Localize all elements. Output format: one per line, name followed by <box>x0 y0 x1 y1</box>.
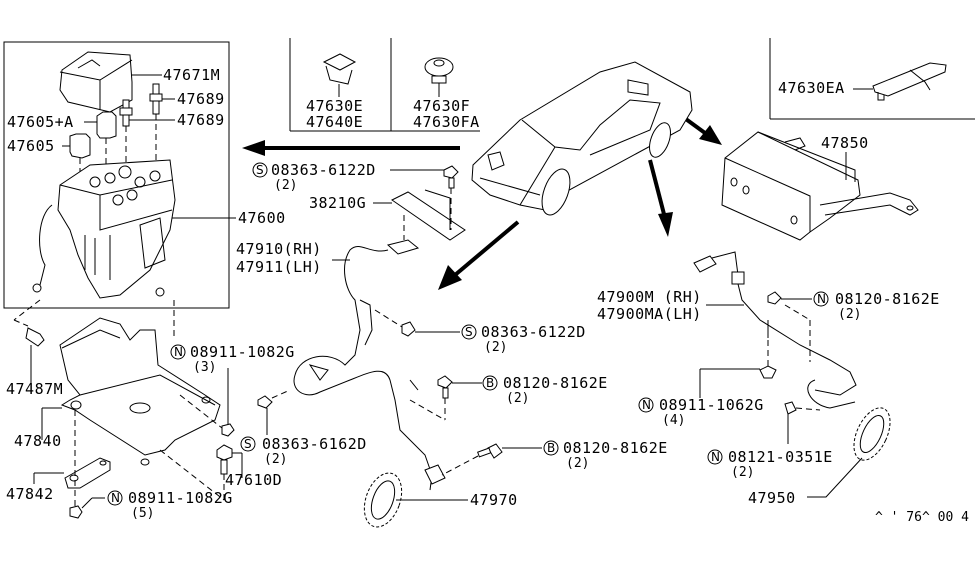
fastener-callout: N 08121-0351E (2) <box>707 448 833 480</box>
fastener-part-number: 08120-8162E <box>503 374 608 392</box>
fastener-prefix: S <box>256 163 264 177</box>
bolt-08120-8162e-rear[interactable] <box>767 291 782 305</box>
label-47600: 47600 <box>238 209 286 227</box>
label-47605-a: 47605+A <box>7 113 74 131</box>
diagram-reference-code: ^ ' 76^ 00 4 <box>875 510 969 525</box>
fastener-part-number: 08363-6122D <box>271 161 376 179</box>
fastener-part-number: 08121-0351E <box>728 448 833 466</box>
bracket-plate-47842[interactable] <box>64 457 111 489</box>
sensor-rotor-47950[interactable] <box>847 402 898 465</box>
fastener-qty: (2) <box>566 456 589 471</box>
label-47630e: 47630E <box>306 97 363 115</box>
label-47850: 47850 <box>821 134 869 152</box>
arrow-to-front-sensor <box>438 220 520 290</box>
label-47840: 47840 <box>14 432 62 450</box>
fastener-qty: (3) <box>193 360 216 375</box>
fastener-qty: (2) <box>731 465 754 480</box>
label-47630f: 47630F <box>413 97 470 115</box>
fastener-prefix: S <box>465 325 473 339</box>
vehicle-outline <box>471 61 693 216</box>
label-47640e: 47640E <box>306 113 363 131</box>
fastener-prefix: S <box>244 437 252 451</box>
clip-47630ea[interactable] <box>872 62 947 101</box>
fastener-part-number: 08120-8162E <box>563 439 668 457</box>
arrow-to-actuator <box>242 140 460 156</box>
fastener-qty: (2) <box>274 178 297 193</box>
fastener-prefix: N <box>817 292 826 306</box>
label-47910-rh: 47910(RH) <box>236 240 322 258</box>
clip-47630e[interactable] <box>322 53 357 85</box>
bolt-08120-8162e-a[interactable] <box>437 375 453 399</box>
bolt-47610d[interactable] <box>216 444 233 475</box>
fastener-callout: N 08911-1082G (3) <box>170 343 295 375</box>
arrow-to-rear-sensor <box>648 159 673 237</box>
nut-08911-1082g-3[interactable] <box>221 423 235 437</box>
fastener-part-number: 08911-1082G <box>190 343 295 361</box>
bolt-08363-6162d[interactable] <box>257 395 273 409</box>
actuator-cover-part[interactable] <box>59 51 133 113</box>
label-47689: 47689 <box>177 90 225 108</box>
label-47630ea: 47630EA <box>778 79 845 97</box>
fastener-part-number: 08911-1062G <box>659 396 764 414</box>
fastener-qty: (2) <box>264 452 287 467</box>
label-47950: 47950 <box>748 489 796 507</box>
actuator-stud-bolt[interactable] <box>149 83 163 115</box>
bolt-08363-6122d-top[interactable] <box>443 165 459 189</box>
abs-actuator-frame <box>3 41 230 309</box>
bolt-08121-0351e[interactable] <box>784 401 797 415</box>
label-47630fa: 47630FA <box>413 113 480 131</box>
label-47605: 47605 <box>7 137 55 155</box>
fastener-prefix: B <box>547 441 555 455</box>
fastener-part-number: 08363-6122D <box>481 323 586 341</box>
fastener-callout: N 08911-1062G (4) <box>638 396 764 428</box>
label-47842: 47842 <box>6 485 54 503</box>
fastener-part-number: 08911-1082G <box>128 489 233 507</box>
fastener-part-number: 08363-6162D <box>262 435 367 453</box>
fastener-callout: B 08120-8162E (2) <box>543 439 668 471</box>
fastener-qty: (2) <box>484 340 507 355</box>
fastener-qty: (2) <box>506 391 529 406</box>
fastener-callout: S 08363-6162D (2) <box>240 435 367 467</box>
relay-47605a[interactable] <box>96 111 117 139</box>
label-47671m: 47671M <box>163 66 220 84</box>
fastener-prefix: N <box>111 491 120 505</box>
label-47487m: 47487M <box>6 380 63 398</box>
bolt-47487m[interactable] <box>25 327 45 347</box>
bolt-08363-6122d-mid[interactable] <box>401 321 416 337</box>
fastener-callout: S 08363-6122D (2) <box>252 161 376 193</box>
fastener-prefix: N <box>711 450 720 464</box>
label-47911-lh: 47911(LH) <box>236 258 322 276</box>
fastener-qty: (4) <box>662 413 685 428</box>
clip-47630f[interactable] <box>424 57 454 84</box>
fastener-callout: S 08363-6122D (2) <box>461 323 586 355</box>
fastener-part-number: 08120-8162E <box>835 290 940 308</box>
abs-control-unit-47850[interactable] <box>721 131 919 241</box>
rear-sensor-harness-47900m[interactable] <box>693 251 857 409</box>
label-47610d: 47610D <box>225 471 282 489</box>
nut-08911-1082g-5[interactable] <box>69 505 83 519</box>
abs-actuator-unit[interactable] <box>32 159 176 299</box>
fastener-prefix: B <box>486 376 494 390</box>
label-47689: 47689 <box>177 111 225 129</box>
label-38210g: 38210G <box>309 194 366 212</box>
front-sensor-harness-47910[interactable] <box>293 239 446 491</box>
actuator-bracket[interactable] <box>59 317 221 466</box>
bracket-38210g[interactable] <box>391 189 466 241</box>
fastener-callout: N 08911-1082G (5) <box>107 489 233 521</box>
nut-08911-1062g[interactable] <box>759 365 777 379</box>
label-47970: 47970 <box>470 491 518 509</box>
fastener-prefix: N <box>174 345 183 359</box>
fastener-callout: B 08120-8162E (2) <box>482 374 608 406</box>
fastener-qty: (2) <box>838 307 861 322</box>
relay-47605[interactable] <box>69 133 91 159</box>
label-47900m-rh: 47900M (RH) <box>597 288 702 306</box>
label-47900ma-lh: 47900MA(LH) <box>597 305 702 323</box>
fastener-prefix: N <box>642 398 651 412</box>
fastener-qty: (5) <box>131 506 154 521</box>
sensor-rotor-47970[interactable] <box>357 468 408 532</box>
fastener-callout: N 08120-8162E (2) <box>813 290 940 322</box>
bolt-08120-8162e-b[interactable] <box>477 443 503 459</box>
